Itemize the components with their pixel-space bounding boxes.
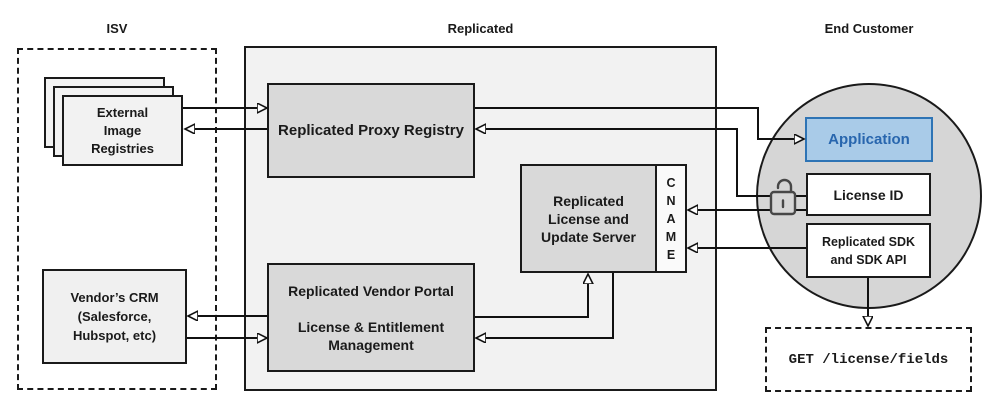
crm-label-line: Hubspot, etc) — [72, 328, 157, 343]
cname-letter: C — [666, 175, 676, 190]
portal-label-line: Replicated Vendor Portal — [288, 282, 454, 299]
replicated-proxy-registry-node: Replicated Proxy Registry — [267, 83, 475, 178]
sdk-label-line: Replicated SDK — [821, 234, 916, 249]
license-update-server-node: Replicated License and Update Server — [520, 164, 657, 273]
registries-label-line: External — [96, 104, 149, 120]
portal-label-line: Management — [328, 336, 414, 353]
cname-strip: C N A M E — [655, 164, 687, 273]
license-id-node: License ID — [806, 173, 931, 216]
section-label-isv: ISV — [106, 21, 128, 36]
proxy-label: Replicated Proxy Registry — [278, 121, 464, 139]
crm-label-line: Vendor’s CRM — [70, 290, 159, 305]
application-label: Application — [828, 130, 910, 148]
external-image-registries-node: External Image Registries — [62, 95, 183, 166]
server-label-line: Replicated — [553, 192, 624, 209]
section-label-replicated: Replicated — [447, 21, 514, 36]
crm-label-line: (Salesforce, — [77, 309, 152, 324]
section-label-end-customer: End Customer — [824, 21, 914, 36]
portal-label-line: License & Entitlement — [297, 318, 445, 335]
application-node: Application — [805, 117, 933, 162]
server-label-line: License and — [548, 210, 629, 227]
server-label-line: Update Server — [541, 228, 636, 245]
sdk-label-line: and SDK API — [830, 252, 907, 267]
isv-dashed-container — [17, 48, 217, 390]
registries-label-line: Registries — [91, 140, 154, 156]
cname-letter: N — [666, 193, 676, 208]
cname-letter: A — [666, 211, 676, 226]
replicated-vendor-portal-node: Replicated Vendor Portal License & Entit… — [267, 263, 475, 372]
license-id-label: License ID — [833, 186, 904, 203]
get-request-label: GET /license/fields — [788, 351, 949, 368]
vendor-crm-node: Vendor’s CRM (Salesforce, Hubspot, etc) — [42, 269, 187, 364]
registries-label-line: Image — [103, 122, 142, 138]
cname-letter: M — [665, 229, 677, 244]
get-license-fields-node: GET /license/fields — [765, 327, 972, 392]
cname-letter: E — [666, 247, 676, 262]
replicated-sdk-node: Replicated SDK and SDK API — [806, 223, 931, 278]
